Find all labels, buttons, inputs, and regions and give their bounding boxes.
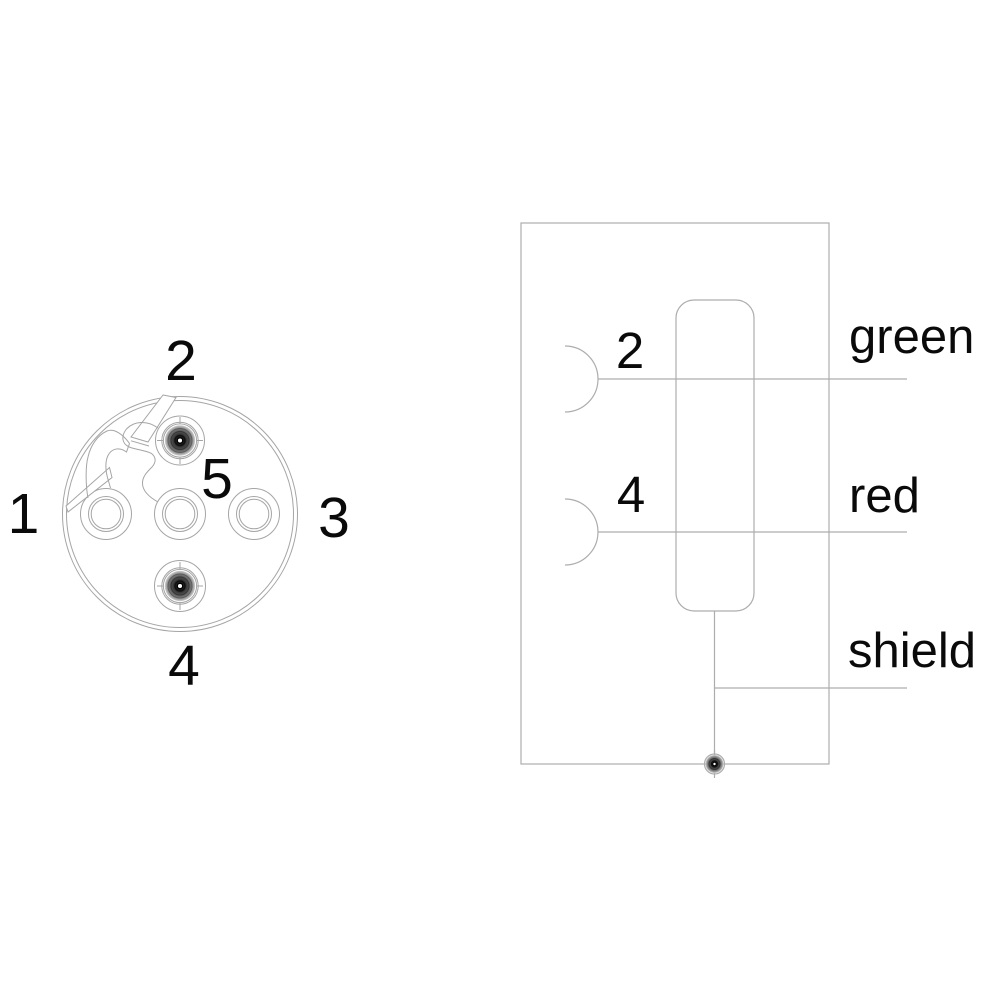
- pin-4-cavity: [154, 560, 206, 612]
- keyhole-slot-outline: [85, 429, 131, 499]
- pin-3-cavity: [228, 488, 280, 540]
- pin-4-contact: [157, 562, 203, 610]
- pin2-cavity-tail-outline: [122, 422, 159, 454]
- key-wedge-lower: [65, 466, 113, 513]
- face-label-pin-4: 4: [168, 634, 200, 698]
- face-label-pin-3: 3: [318, 486, 350, 550]
- connector-outer-circle: [62, 396, 298, 632]
- pin-4-contact-arc: [564, 498, 599, 566]
- pin-1-cavity: [80, 488, 132, 540]
- key-wedge-upper: [130, 394, 177, 443]
- wire-label-green: green: [849, 310, 974, 364]
- connector-inner-circle: [66, 400, 294, 628]
- face-label-pin-5: 5: [201, 447, 233, 511]
- face-label-pin-2: 2: [165, 329, 197, 393]
- schematic-label-pin-2: 2: [616, 322, 644, 379]
- pin-2-contact-arc: [564, 345, 599, 413]
- cable-body-outline: [675, 299, 755, 612]
- cavity-s-fillet-outline: [141, 453, 159, 503]
- schematic-label-pin-4: 4: [617, 466, 645, 523]
- connector-face-view: 1 2 3 4 5: [8, 329, 350, 698]
- pin-5-cavity: [154, 488, 206, 540]
- key-wedge-upper-step: [130, 440, 150, 447]
- wire-label-red: red: [849, 469, 920, 523]
- pin-3-socket: [236, 496, 272, 532]
- wiring-diagram: 2 4 green red shield: [520, 222, 976, 778]
- housing-outline: [520, 222, 830, 765]
- pin-2-contact: [157, 417, 203, 464]
- pin-1-socket: [88, 496, 124, 532]
- wire-label-shield: shield: [848, 624, 976, 678]
- pin-5-socket: [162, 496, 198, 532]
- pin-2-cavity: [155, 415, 205, 466]
- shield-contact-dot: [703, 750, 726, 778]
- face-label-pin-1: 1: [8, 482, 40, 546]
